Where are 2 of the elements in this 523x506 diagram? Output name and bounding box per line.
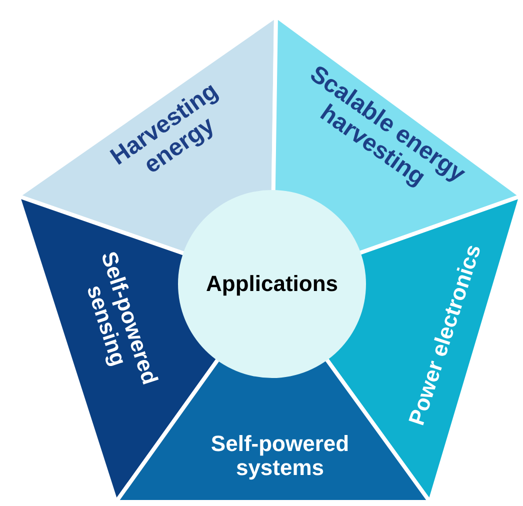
segment-label: Self-powered systems — [210, 432, 350, 480]
center-label: Applications — [206, 271, 338, 297]
